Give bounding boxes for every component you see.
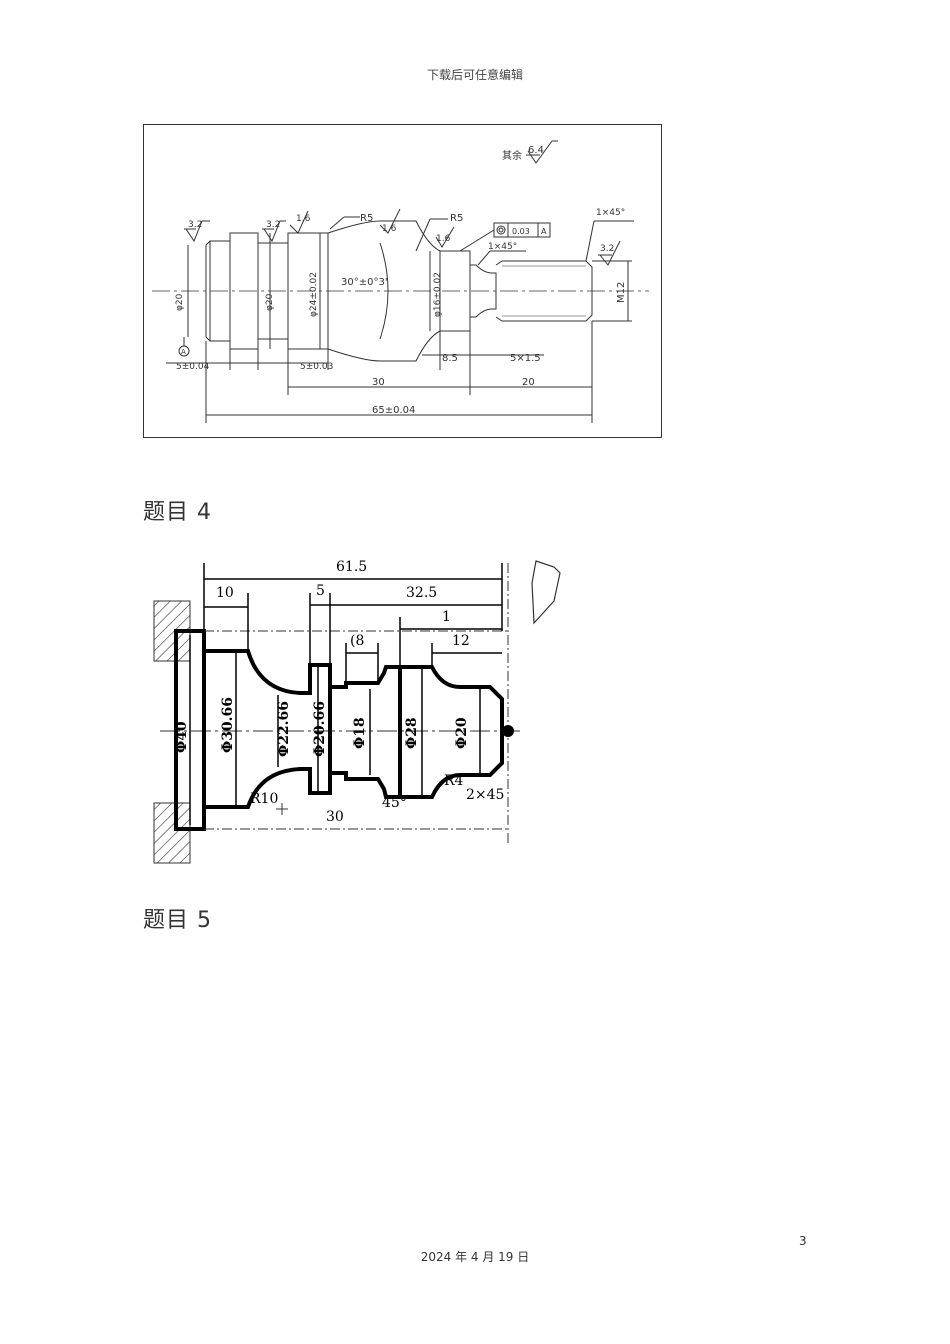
roughness-6: 3.2 [600, 244, 614, 254]
angle-label: 30°±0°3' [341, 277, 388, 288]
annotation-r10: R10 [250, 791, 278, 807]
roughness-5: 1.6 [436, 234, 451, 244]
roughness-3: 1.6 [296, 214, 311, 224]
dim-61-5: 61.5 [336, 559, 367, 575]
radius-label-2: R5 [450, 213, 463, 224]
diameter-22-66: Φ22.66 [276, 701, 292, 757]
diameter-18: Φ18 [352, 717, 368, 749]
roughness-4: 1.6 [382, 224, 397, 234]
diameter-20: Φ20 [454, 717, 470, 749]
drawing-figure-1: 其余 6.4 3.2 3.2 1.6 1.6 1.6 3.2 R5 R5 1×4… [143, 124, 662, 438]
roughness-note: 其余 [502, 149, 522, 162]
diameter-3: φ24±0.02 [309, 272, 319, 317]
roughness-other: 6.4 [528, 145, 544, 156]
diameter-20-66: Φ20.66 [312, 701, 328, 757]
page-footer-date: 2024 年 4 月 19 日 [420, 1250, 530, 1264]
dim-4: 5×1.5 [510, 353, 541, 364]
roughness-1: 3.2 [188, 220, 202, 230]
dim-3: 8.5 [442, 353, 458, 364]
annotation-45: 45° [382, 795, 407, 811]
shaft-drawing-1: 其余 6.4 3.2 3.2 1.6 1.6 1.6 3.2 R5 R5 1×4… [152, 140, 649, 423]
dim-2: 5±0.03 [300, 362, 333, 372]
heading-question-5: 题目 5 [143, 908, 212, 933]
page-header: 下载后可任意编辑 [426, 68, 523, 82]
diameter-4: φ16±0.02 [433, 272, 443, 317]
roughness-2: 3.2 [266, 220, 280, 230]
dim-7: 65±0.04 [372, 405, 415, 416]
dim-32-5: 32.5 [406, 585, 437, 601]
dim-8: (8 [350, 633, 364, 649]
dim-6: 20 [522, 377, 535, 388]
diameter-40: Φ40 [174, 721, 190, 753]
chamfer-label-1: 1×45° [488, 242, 517, 252]
dim-10: 10 [216, 585, 234, 601]
diameter-30-66: Φ30.66 [220, 697, 236, 753]
chamfer-label-2: 1×45° [596, 208, 625, 218]
tolerance-datum: A [541, 227, 547, 236]
dim-1: 5±0.04 [176, 362, 210, 372]
tolerance-value: 0.03 [512, 227, 530, 236]
annotation-30: 30 [326, 809, 344, 825]
datum-label: A [181, 348, 186, 356]
shaft-drawing-2: 61.5 10 5 32.5 1 (8 12 Φ40 Φ30.66 Φ22.66… [153, 559, 561, 864]
annotation-r4: R4 [444, 773, 464, 789]
diameter-5: M12 [616, 282, 627, 303]
dim-5: 5 [316, 583, 325, 599]
diameter-2: φ20 [265, 293, 275, 311]
dim-1: 1 [442, 609, 451, 625]
diameter-28: Φ28 [404, 717, 420, 749]
dim-12: 12 [452, 633, 470, 649]
radius-label-1: R5 [360, 213, 373, 224]
diameter-1: φ20 [175, 293, 185, 311]
heading-question-4: 题目 4 [143, 500, 212, 525]
annotation-chamfer: 2×45 [466, 787, 504, 803]
dim-5: 30 [372, 377, 385, 388]
drawing-figure-2: 61.5 10 5 32.5 1 (8 12 Φ40 Φ30.66 Φ22.66… [150, 553, 570, 868]
page-number: 3 [799, 1234, 807, 1248]
